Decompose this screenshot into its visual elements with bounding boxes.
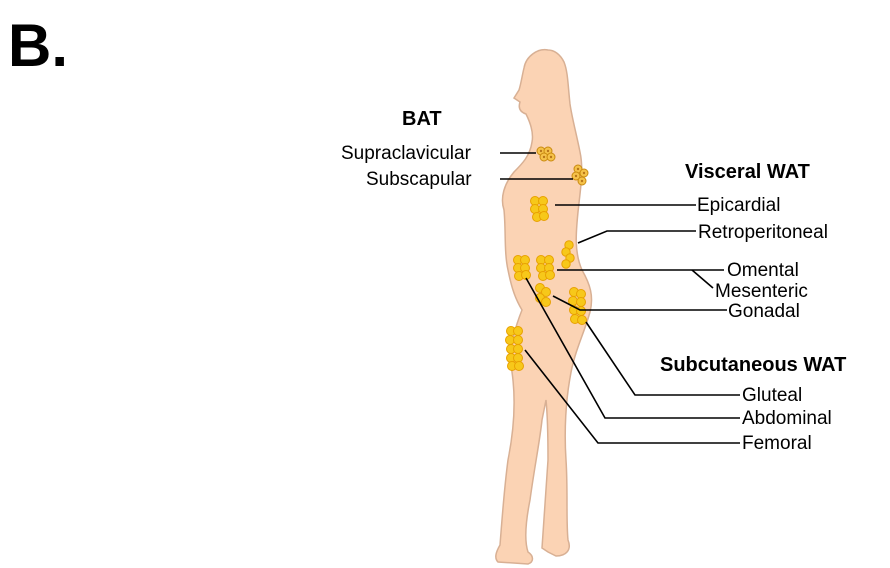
epicardial-wat-depot [531,197,549,222]
abdominal-subcutaneous-wat-depot [514,256,531,281]
gonadal-label: Gonadal [728,301,800,322]
abdominal-label: Abdominal [742,408,832,429]
subscapular-label: Subscapular [366,169,472,190]
panel-label: B. [8,12,68,79]
retroperitoneal-label: Retroperitoneal [698,222,828,243]
mesenteric-leader [692,270,713,288]
femoral-wat-depot [506,327,524,371]
visceral-wat-heading: Visceral WAT [685,161,810,183]
subcutaneous-wat-heading: Subcutaneous WAT [660,354,846,376]
epicardial-label: Epicardial [697,195,780,216]
gluteal-label: Gluteal [742,385,802,406]
retroperitoneal-leader [578,231,696,243]
omental-label: Omental [727,260,799,281]
omental-mesenteric-wat-depot [537,256,555,281]
mesenteric-label: Mesenteric [715,281,808,302]
bat-heading: BAT [402,108,442,130]
femoral-label: Femoral [742,433,812,454]
supraclavicular-label: Supraclavicular [341,143,472,164]
